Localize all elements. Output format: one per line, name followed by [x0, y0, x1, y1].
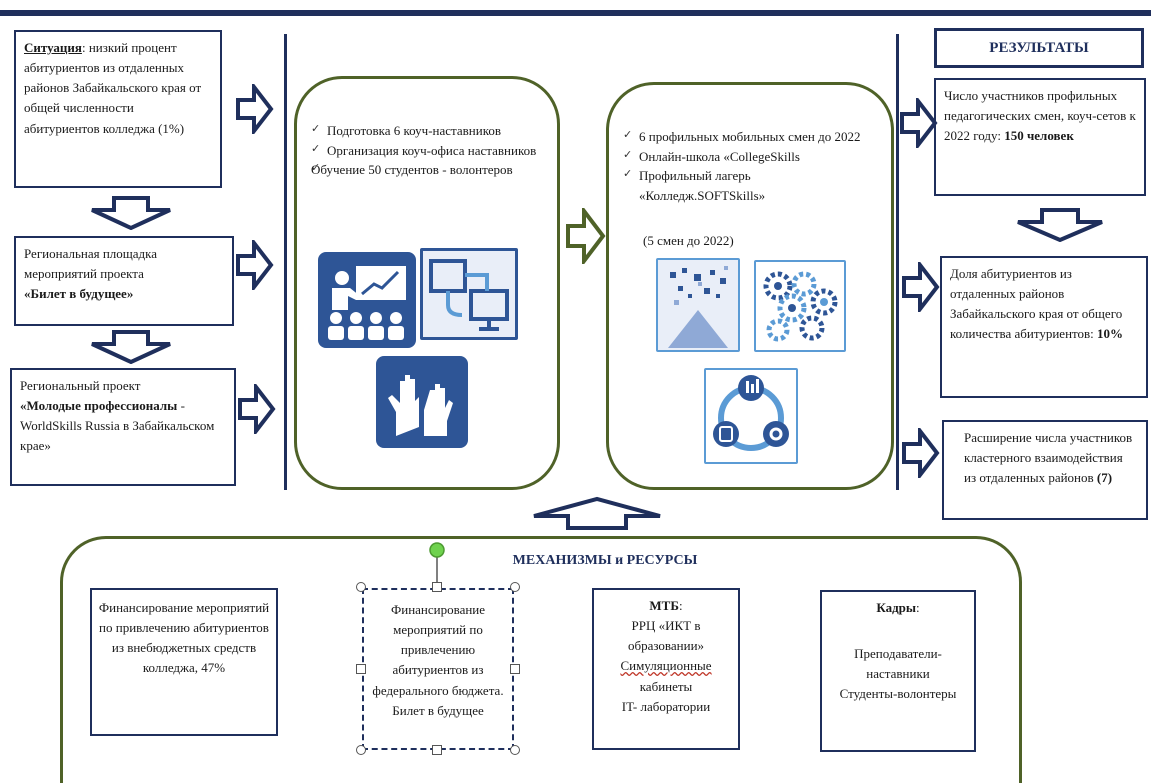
results-title-box: РЕЗУЛЬТАТЫ: [934, 28, 1144, 68]
results-arrow-2: [902, 262, 940, 312]
mechanism-box-1: Финансирование мероприятий по привлечени…: [90, 588, 278, 736]
project-line1: Региональный проект: [20, 378, 141, 393]
result-3-text: Расширение числа участников кластерного …: [964, 430, 1133, 486]
resize-handle-mr[interactable]: [510, 664, 520, 674]
platform-bold: «Билет в будущее»: [24, 286, 134, 302]
presentation-icon: [318, 252, 416, 348]
coaching-checklist: Подготовка 6 коуч-наставников Организаци…: [311, 121, 541, 180]
gears-network-icon: [754, 260, 846, 352]
digital-tech-icon: [656, 258, 740, 352]
mechanisms-up-arrow: [533, 496, 661, 530]
situation-colon: :: [81, 40, 86, 55]
right-arrow-1: [236, 84, 274, 134]
project-box: Региональный проект «Молодые профессиона…: [10, 368, 236, 486]
right-arrow-3: [238, 384, 276, 434]
coaching-item-1: Подготовка 6 коуч-наставников: [311, 121, 541, 141]
coaching-item-3: Обучение 50 студентов - волонтеров: [311, 160, 541, 180]
down-arrow-2: [91, 330, 171, 364]
results-arrow-3: [902, 428, 940, 478]
resize-handle-ml[interactable]: [356, 664, 366, 674]
situation-box: Ситуация: низкий процент абитуриентов из…: [14, 30, 222, 188]
resize-handle-br[interactable]: [510, 745, 520, 755]
resize-handle-tl[interactable]: [356, 582, 366, 592]
down-arrow-1: [91, 196, 171, 230]
network-devices-icon: [420, 248, 518, 340]
right-arrow-2: [236, 240, 274, 290]
mechanism-1-text: Финансирование мероприятий по привлечени…: [98, 600, 270, 676]
mtb-line4: IT- лаборатории: [621, 698, 711, 714]
result-1-value: 150 человек: [1004, 128, 1074, 144]
resize-handle-bl[interactable]: [356, 745, 366, 755]
result-box-2: Доля абитуриентов из отдаленных районов …: [940, 256, 1148, 398]
mechanisms-title-text: МЕХАНИЗМЫ и РЕСУРСЫ: [512, 553, 698, 568]
project-rest: - WorldSkills Russia в Забайкальском кра…: [20, 398, 215, 454]
result-1-text: Число участников профильных педагогическ…: [944, 88, 1136, 144]
raised-hands-icon: [376, 356, 468, 448]
programs-checklist: 6 профильных мобильных смен до 2022 Онла…: [623, 127, 873, 205]
programs-item-1: 6 профильных мобильных смен до 2022: [623, 127, 873, 147]
result-box-3: Расширение числа участников кластерного …: [942, 420, 1148, 520]
center-right-arrow: [566, 208, 606, 264]
mtb-line1: РРЦ «ИКТ в образовании»: [627, 618, 705, 654]
result-2-text: Доля абитуриентов из отдаленных районов …: [950, 266, 1123, 342]
mechanism-box-4: Кадры: Преподаватели-наставники Студенты…: [820, 590, 976, 752]
results-down-arrow: [1017, 208, 1103, 242]
staff-title: Кадры: [876, 600, 917, 615]
situation-label: Ситуация: [24, 40, 82, 55]
vertical-divider-right: [896, 34, 899, 490]
mtb-line2: Симуляционные: [620, 658, 712, 674]
mechanism-2-text: Финансирование мероприятий по привлечени…: [372, 602, 504, 718]
platform-box: Региональная площадка мероприятий проект…: [14, 236, 234, 326]
result-box-1: Число участников профильных педагогическ…: [934, 78, 1146, 196]
mechanisms-title: МЕХАНИЗМЫ и РЕСУРСЫ: [440, 553, 770, 569]
staff-line1: Преподаватели-наставники: [854, 646, 942, 682]
mechanism-box-2[interactable]: Финансирование мероприятий по привлечени…: [362, 588, 514, 750]
programs-item-3: Профильный лагерь «Колледж.SOFTSkills»: [623, 166, 873, 205]
results-title: РЕЗУЛЬТАТЫ: [989, 40, 1089, 56]
rotate-handle[interactable]: [429, 542, 445, 588]
resize-handle-tr[interactable]: [510, 582, 520, 592]
top-divider-bar: [0, 10, 1151, 16]
resize-handle-bm[interactable]: [432, 745, 442, 755]
result-2-value: 10%: [1097, 326, 1124, 342]
mtb-line3: кабинеты: [639, 678, 693, 694]
project-bold: «Молодые профессионалы: [20, 398, 178, 414]
result-3-value: (7): [1096, 470, 1113, 486]
coaching-item-2: Организация коуч-офиса наставников: [311, 141, 541, 161]
staff-line2: Студенты-волонтеры: [839, 686, 957, 702]
staff-colon: :: [916, 600, 920, 615]
mtb-colon: :: [678, 598, 683, 613]
mechanism-box-3: МТБ: РРЦ «ИКТ в образовании» Симуляционн…: [592, 588, 740, 750]
mtb-title: МТБ: [649, 598, 679, 613]
programs-item-2: Онлайн-школа «CollegeSkills: [623, 147, 873, 167]
situation-text: низкий процент абитуриентов из отдаленны…: [24, 40, 202, 136]
programs-note: (5 смен до 2022): [643, 233, 734, 248]
results-arrow-1: [900, 98, 938, 148]
vertical-divider-left: [284, 34, 287, 490]
platform-line1: Региональная площадка мероприятий проект…: [24, 246, 158, 282]
resize-handle-tm[interactable]: [432, 582, 442, 592]
connected-devices-icon: [704, 368, 798, 464]
